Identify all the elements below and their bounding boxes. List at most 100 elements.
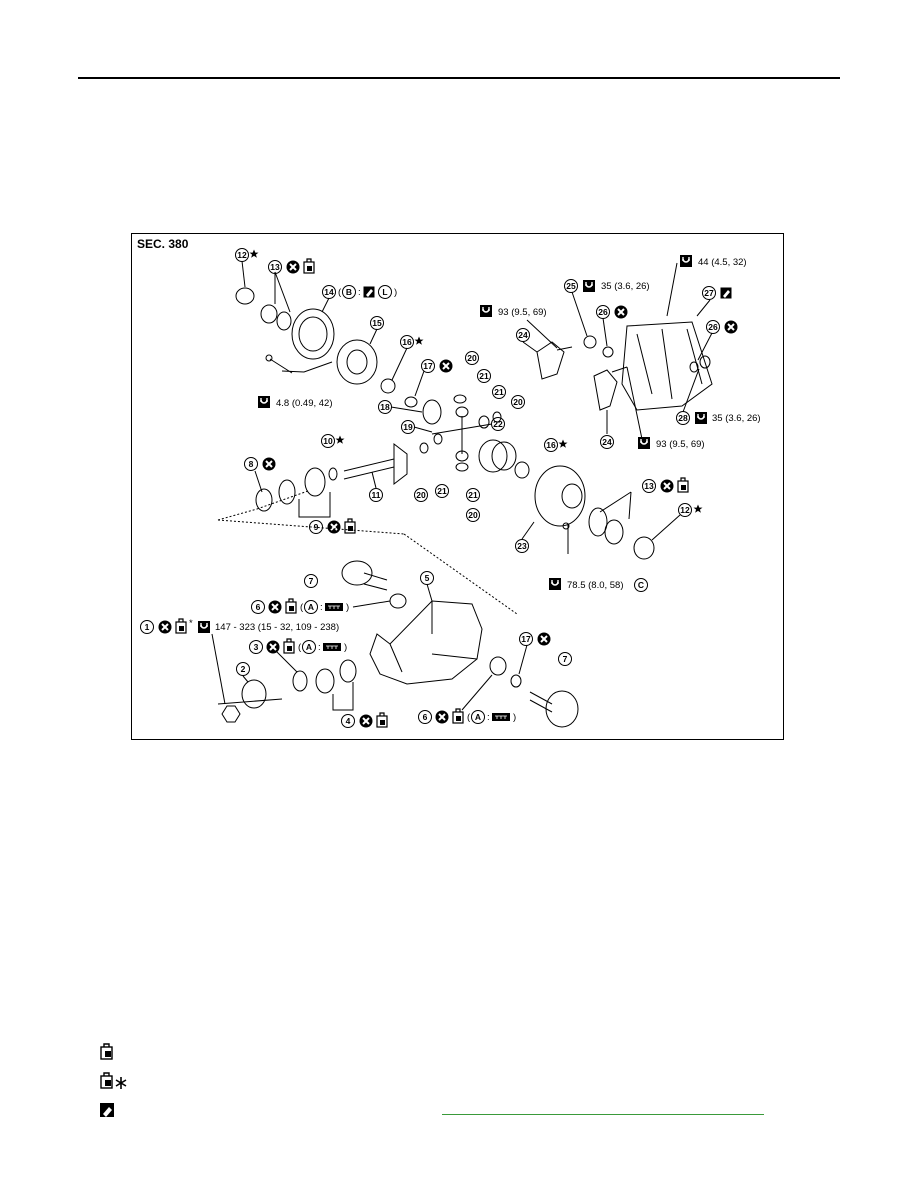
svg-text::: :	[487, 712, 490, 723]
callout-17-bottom: 17	[519, 631, 552, 647]
svg-text:9: 9	[314, 522, 319, 532]
callout-25: 25 35 (3.6, 26)	[564, 279, 650, 293]
svg-text:27: 27	[704, 288, 714, 298]
svg-text:16: 16	[546, 440, 556, 450]
link-underline[interactable]	[442, 1114, 764, 1115]
callout-11: 11	[369, 488, 383, 502]
callout-6-top: 6 ( A : )	[251, 598, 349, 615]
svg-text:11: 11	[372, 490, 381, 500]
svg-text:14: 14	[324, 287, 334, 297]
callout-12-right: 12	[678, 503, 703, 517]
callout-8: 8	[244, 456, 277, 472]
svg-text:7: 7	[309, 576, 314, 586]
callout-13-top: 13	[268, 258, 315, 275]
svg-text:(: (	[298, 642, 302, 653]
legend-sealant	[98, 1101, 120, 1119]
svg-text:20: 20	[467, 353, 477, 363]
svg-text:C: C	[638, 580, 644, 590]
callout-5: 5	[420, 571, 434, 585]
svg-text:(: (	[467, 712, 471, 723]
callout-21-a: 21	[477, 369, 491, 383]
svg-text:A: A	[475, 712, 481, 722]
callout-26-right: 26	[706, 319, 739, 335]
svg-text:7: 7	[563, 654, 568, 664]
torque-78-5: 78.5 (8.0, 58) C	[548, 577, 648, 592]
svg-text:13: 13	[270, 262, 280, 272]
svg-text:15: 15	[372, 318, 382, 328]
svg-text:20: 20	[468, 510, 478, 520]
part-drawings	[211, 260, 713, 728]
svg-text:44 (4.5, 32): 44 (4.5, 32)	[698, 257, 747, 268]
svg-text:26: 26	[708, 322, 718, 332]
svg-text:): )	[346, 602, 349, 613]
torque-93-right: 93 (9.5, 69)	[637, 436, 705, 450]
svg-text:23: 23	[517, 541, 527, 551]
svg-text:35 (3.6, 26): 35 (3.6, 26)	[712, 413, 761, 424]
callout-27: 27	[702, 286, 732, 300]
svg-text:3: 3	[254, 642, 259, 652]
callout-26-top: 26	[596, 304, 629, 320]
svg-text:5: 5	[425, 573, 430, 583]
svg-text:10: 10	[323, 436, 333, 446]
section-label: SEC. 380	[137, 237, 189, 251]
legend-grease	[98, 1043, 120, 1061]
callout-10: 10	[321, 434, 345, 448]
callout-24-bottom: 24	[600, 435, 614, 449]
svg-text:17: 17	[423, 361, 433, 371]
callout-16-top: 16	[400, 335, 424, 349]
svg-text:): )	[344, 642, 347, 653]
torque-44: 44 (4.5, 32)	[679, 254, 747, 268]
svg-text:24: 24	[518, 330, 528, 340]
svg-text:21: 21	[437, 486, 447, 496]
svg-text:19: 19	[403, 422, 413, 432]
callout-4: 4	[341, 712, 388, 729]
callout-6-bottom: 6 ( A : )	[418, 708, 516, 725]
svg-text:22: 22	[493, 419, 503, 429]
grease-icon	[100, 1043, 113, 1060]
callout-16-mid: 16	[544, 438, 568, 452]
svg-text:): )	[394, 287, 397, 298]
callout-15: 15	[370, 316, 384, 330]
svg-text::: :	[320, 602, 323, 613]
svg-text:8: 8	[249, 459, 254, 469]
svg-text:): )	[513, 712, 516, 723]
callout-28: 28 35 (3.6, 26)	[676, 411, 761, 425]
callout-20-c: 20	[414, 488, 428, 502]
svg-text:*: *	[189, 618, 193, 629]
svg-text:26: 26	[598, 307, 608, 317]
top-rule	[78, 77, 840, 79]
sealant-icon	[100, 1103, 114, 1117]
svg-text:12: 12	[237, 250, 247, 260]
grease-asterisk-icon	[100, 1072, 127, 1089]
callout-2: 2	[236, 662, 250, 676]
svg-text:13: 13	[644, 481, 654, 491]
callout-20-a: 20	[465, 351, 479, 365]
svg-text:147 - 323 (15 - 32, 109 - 238): 147 - 323 (15 - 32, 109 - 238)	[215, 622, 339, 633]
torque-93-top: 93 (9.5, 69)	[479, 304, 547, 318]
callout-14: 14 ( B : L )	[322, 285, 397, 299]
svg-text:(: (	[338, 287, 342, 298]
callout-1: 1 * 147 - 323 (15 - 32, 109 - 238)	[140, 618, 339, 635]
svg-text:25: 25	[566, 281, 576, 291]
svg-text:93 (9.5, 69): 93 (9.5, 69)	[656, 439, 705, 450]
svg-text:4: 4	[346, 716, 351, 726]
svg-text:L: L	[382, 287, 387, 297]
callout-7-top: 7	[304, 574, 318, 588]
exploded-diagram: 12 13 14 ( B : L ) 15 16	[140, 248, 761, 729]
torque-4-8: 4.8 (0.49, 42)	[257, 395, 333, 409]
callout-17-top: 17	[421, 358, 454, 374]
svg-text:A: A	[308, 602, 314, 612]
svg-text:A: A	[306, 642, 312, 652]
callout-12-top: 12	[235, 248, 259, 262]
svg-text:6: 6	[423, 712, 428, 722]
callout-23: 23	[515, 539, 529, 553]
svg-text:93 (9.5, 69): 93 (9.5, 69)	[498, 307, 547, 318]
callout-20-b: 20	[511, 395, 525, 409]
callout-7-bottom: 7	[558, 652, 572, 666]
svg-text:2: 2	[241, 664, 246, 674]
svg-text:4.8 (0.49, 42): 4.8 (0.49, 42)	[276, 398, 333, 409]
svg-text:1: 1	[145, 622, 150, 632]
svg-text::: :	[358, 287, 361, 298]
svg-text::: :	[318, 642, 321, 653]
svg-text:B: B	[346, 287, 352, 297]
